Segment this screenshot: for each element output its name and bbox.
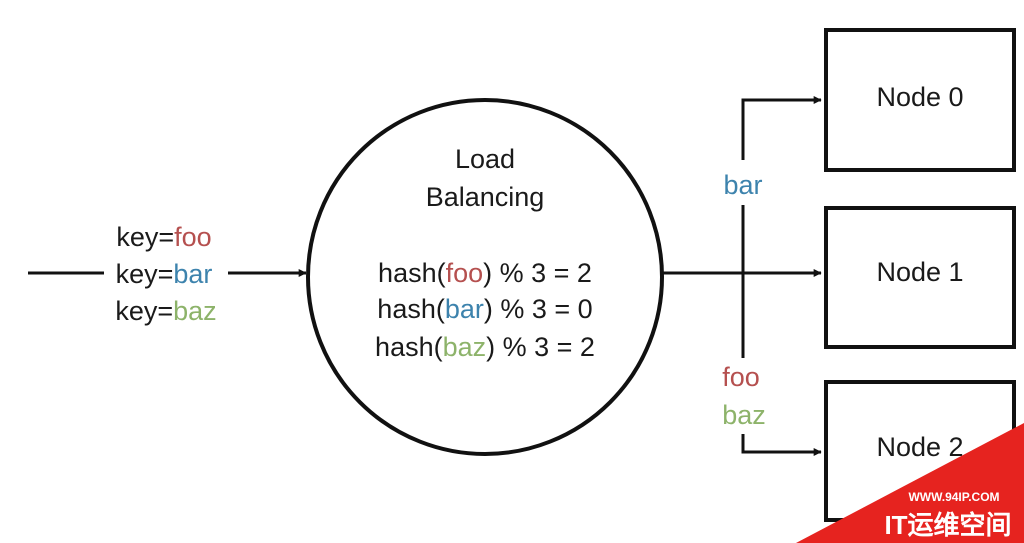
hash-line-baz: hash(baz) % 3 = 2 (375, 332, 595, 362)
load-balancer-labels: Load Balancing hash(foo) % 3 = 2 hash(ba… (375, 144, 595, 362)
node-0: Node 0 (824, 28, 1016, 172)
watermark: WWW.94IP.COM IT运维空间 (796, 423, 1024, 543)
hash-line-bar: hash(bar) % 3 = 0 (377, 294, 592, 324)
watermark-triangle (796, 423, 1024, 543)
route-arrow-node2 (741, 434, 822, 456)
route-label-foo: foo (722, 362, 760, 392)
node-2-label: Node 2 (876, 432, 963, 462)
load-balancer-circle (306, 98, 664, 456)
hash-line-foo: hash(foo) % 3 = 2 (378, 258, 592, 288)
balancer-title-line1: Load (455, 144, 515, 174)
route-arrow-node0 (741, 96, 822, 160)
route-label-bar: bar (723, 170, 762, 200)
balancer-title-line2: Balancing (426, 182, 545, 212)
node-0-box (824, 28, 1016, 172)
input-key-baz: key=baz (115, 296, 216, 326)
node-1-box (824, 206, 1016, 349)
node-1: Node 1 (824, 206, 1016, 349)
node-1-label: Node 1 (876, 257, 963, 287)
route-label-baz: baz (722, 400, 766, 430)
input-key-foo: key=foo (116, 222, 211, 252)
watermark-brand: IT运维空间 (884, 510, 1011, 540)
watermark-url: WWW.94IP.COM (908, 490, 999, 504)
route-labels: bar foo baz (722, 170, 766, 430)
input-key-bar: key=bar (116, 259, 213, 289)
node-0-label: Node 0 (876, 82, 963, 112)
input-keys: key=foo key=bar key=baz (115, 222, 216, 326)
